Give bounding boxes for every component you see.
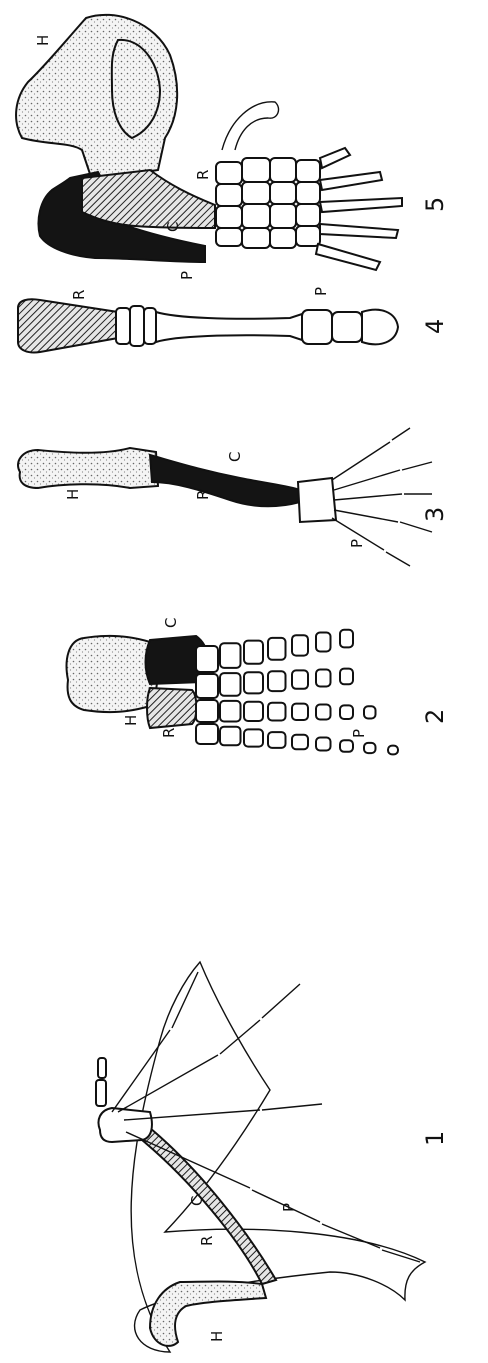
fig3-label-r: R xyxy=(194,490,212,500)
figure-2: H R C P 2 xyxy=(67,618,449,755)
fig1-fingers xyxy=(112,972,420,1262)
fig2-bone xyxy=(268,671,286,691)
fig2-bone xyxy=(316,738,331,751)
fig2-bone xyxy=(268,732,286,748)
fig1-label-r: R xyxy=(198,1236,216,1246)
figure-3: H R C P 3 xyxy=(18,428,449,566)
fig5-claw xyxy=(222,102,279,150)
fig3-radius-ulna xyxy=(150,455,300,506)
fig2-radius xyxy=(147,688,197,728)
fig1-wrist xyxy=(99,1108,152,1142)
fig1-label-c: C xyxy=(188,1196,206,1206)
fig5-label-c: C xyxy=(164,222,182,232)
fig4-label-r: R xyxy=(70,290,88,300)
fig2-bone xyxy=(292,704,308,720)
fig3-label-p: P xyxy=(348,539,366,548)
fig4-number: 4 xyxy=(421,319,449,334)
fig2-bone xyxy=(220,701,241,722)
fig4-radius xyxy=(18,299,118,352)
figure-5: H R C P 5 xyxy=(16,15,449,280)
fig2-bone xyxy=(196,646,218,672)
fig4-carpals xyxy=(116,306,156,346)
fig1-label-h: H xyxy=(208,1331,226,1342)
fig2-bone xyxy=(316,670,331,687)
fig2-number: 2 xyxy=(421,709,449,724)
fig3-humerus xyxy=(18,448,158,488)
fig2-bone xyxy=(244,641,263,664)
fig5-label-p: P xyxy=(178,271,196,280)
fig2-bone xyxy=(244,672,263,693)
fig2-bone xyxy=(340,740,353,752)
fig5-digits xyxy=(316,148,402,270)
fig2-bone xyxy=(364,706,376,718)
fig2-bone xyxy=(220,643,241,668)
fig1-radius xyxy=(142,1128,276,1284)
figure-4: R P 4 xyxy=(18,287,449,353)
fig1-label-p: P xyxy=(280,1203,298,1212)
fig2-bone xyxy=(340,669,353,685)
figure-1: H R C P 1 xyxy=(96,962,449,1352)
fig5-carpals xyxy=(216,158,320,248)
fig4-label-p: P xyxy=(312,287,330,296)
fig3-label-c: C xyxy=(226,452,244,462)
fig2-bone xyxy=(364,743,376,753)
fig2-bone xyxy=(196,700,218,722)
fig2-bone xyxy=(316,705,331,720)
fig2-label-p: P xyxy=(350,729,368,738)
fig2-bone xyxy=(268,703,286,721)
fig2-label-r: R xyxy=(160,728,178,738)
fig2-bone xyxy=(244,702,263,721)
fig3-label-h: H xyxy=(64,489,82,500)
fig2-bone xyxy=(340,630,353,648)
fig2-bone xyxy=(292,670,308,688)
fig2-bone xyxy=(340,705,353,719)
fig2-bone xyxy=(316,633,331,652)
fig2-bone xyxy=(220,673,241,696)
fig2-label-c: C xyxy=(162,618,180,628)
fig2-humerus xyxy=(67,636,158,712)
fig3-digits xyxy=(332,428,432,566)
fig2-label-h: H xyxy=(122,715,140,726)
fig2-bone xyxy=(220,727,241,746)
fig2-bone xyxy=(292,635,308,655)
fig2-bone xyxy=(268,638,286,660)
fig1-thumb xyxy=(96,1058,106,1106)
fig2-bone xyxy=(388,746,398,755)
fig2-bone xyxy=(244,729,263,746)
fig2-bone xyxy=(292,735,308,749)
fig2-bone xyxy=(196,724,218,744)
fig3-number: 3 xyxy=(421,507,449,522)
fig4-phalanges xyxy=(302,310,398,345)
fig3-carpals xyxy=(298,478,336,522)
fig5-number: 5 xyxy=(421,197,449,212)
fig5-label-r: R xyxy=(194,170,212,180)
fig5-label-h: H xyxy=(34,35,52,46)
fig4-cannon-bone xyxy=(156,312,302,342)
fig1-number: 1 xyxy=(421,1131,449,1146)
fig2-bone xyxy=(196,674,218,698)
